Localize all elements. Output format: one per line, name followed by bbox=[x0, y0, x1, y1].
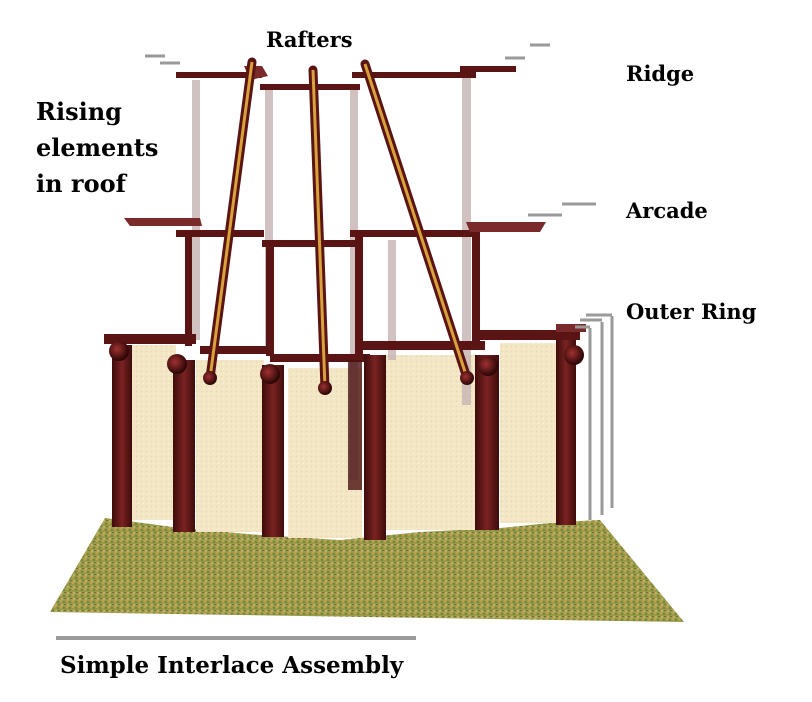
rafters-label: Rafters bbox=[266, 27, 353, 52]
post-knobs bbox=[109, 341, 584, 384]
guide-lines bbox=[56, 43, 614, 640]
outer-ring-posts bbox=[112, 340, 576, 540]
ridge-label: Ridge bbox=[626, 61, 695, 86]
arcade-beams bbox=[124, 218, 546, 247]
arcade-posts bbox=[185, 236, 480, 356]
rafters bbox=[203, 57, 474, 395]
diagram-title: Simple Interlace Assembly bbox=[60, 652, 404, 679]
outer-ring-label: Outer Ring bbox=[626, 299, 757, 324]
ground-plane bbox=[50, 518, 684, 622]
ghost-posts bbox=[192, 75, 471, 480]
arcade-label: Arcade bbox=[626, 198, 708, 223]
rising-elements-label: Rising elements in roof bbox=[36, 97, 159, 198]
